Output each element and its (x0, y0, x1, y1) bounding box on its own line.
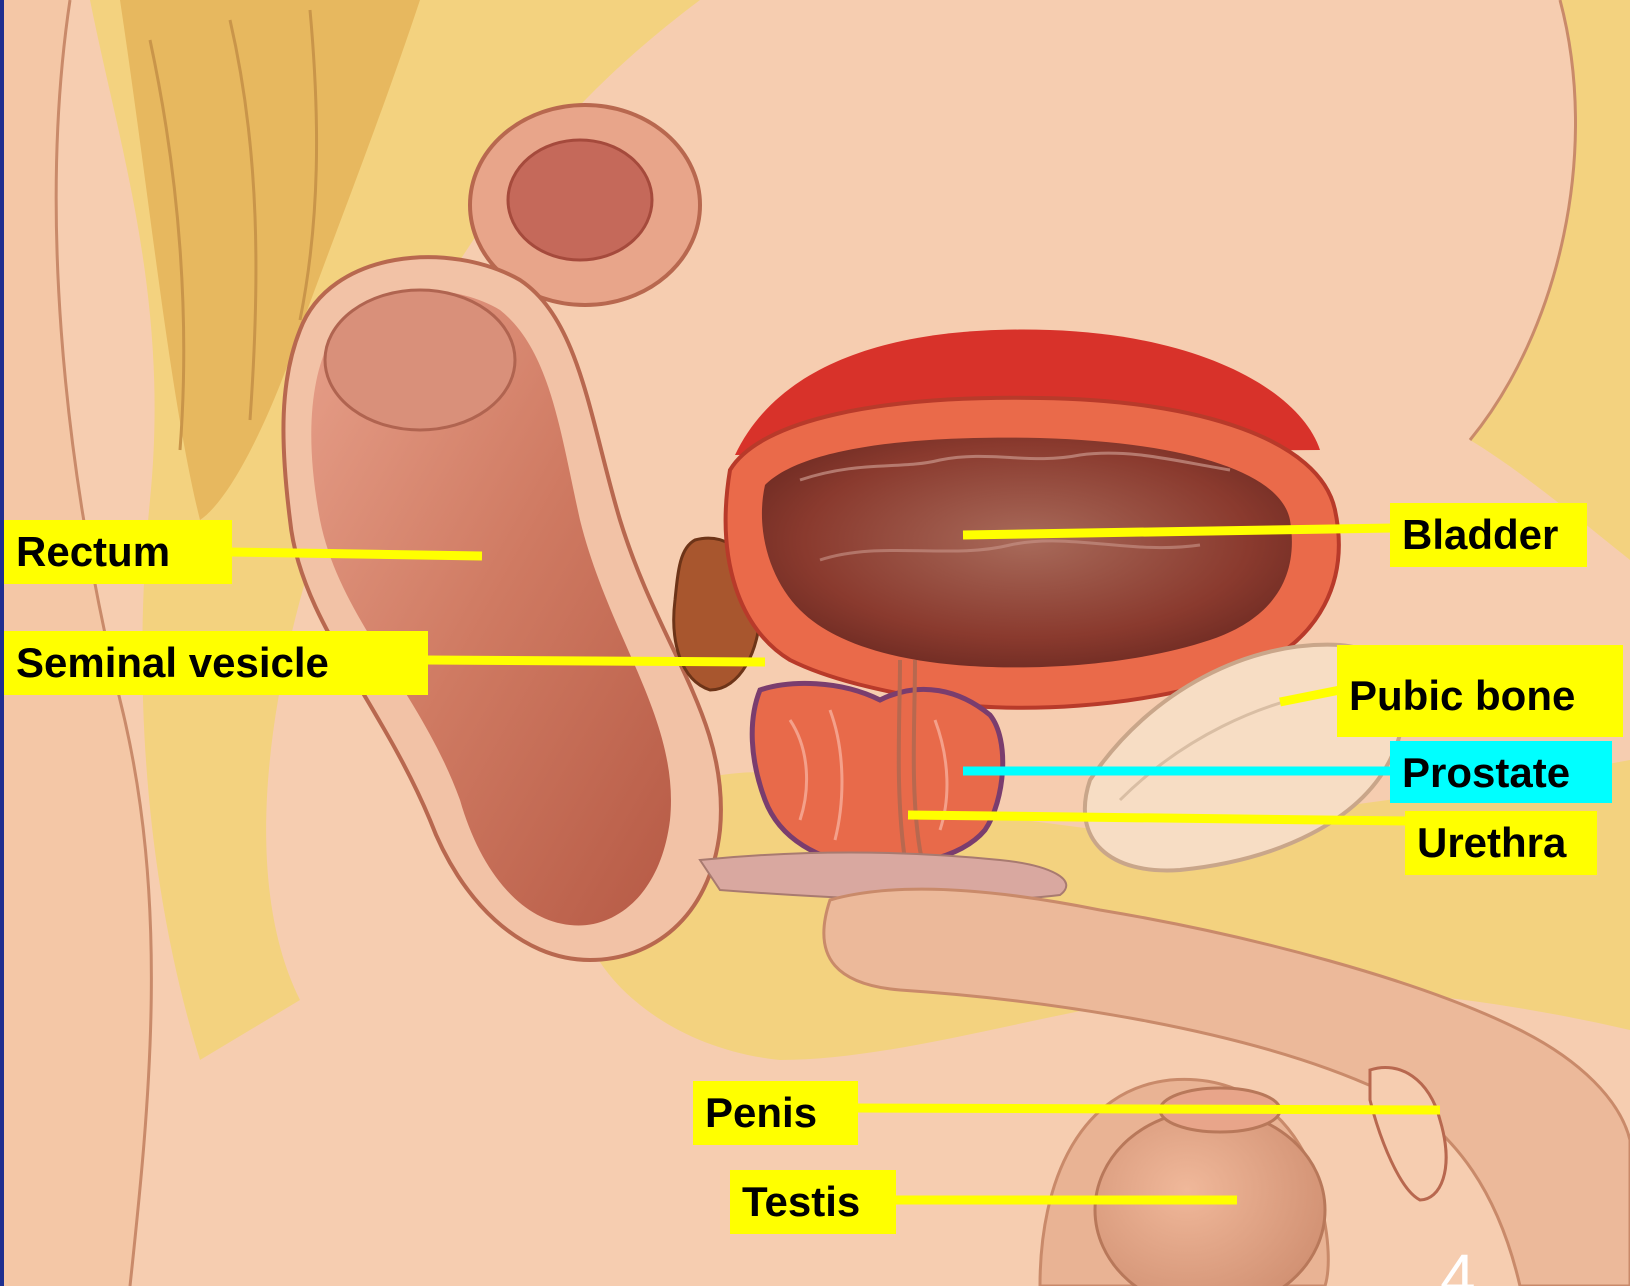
testis-label: Testis (730, 1170, 896, 1234)
bladder-lumen (762, 438, 1292, 668)
seminal-vesicle-leader (425, 660, 765, 662)
prostate-label: Prostate (1390, 741, 1612, 803)
rectum-label: Rectum (4, 520, 232, 584)
rectum-leader (228, 552, 482, 556)
page-number: 4 (1440, 1245, 1476, 1286)
penis-label: Penis (693, 1081, 858, 1145)
pubic-bone-label: Pubic bone (1337, 645, 1623, 737)
seminal-vesicle-label: Seminal vesicle (4, 631, 428, 695)
urethra-label: Urethra (1405, 811, 1597, 875)
penis-leader (857, 1108, 1440, 1110)
bladder-label: Bladder (1390, 503, 1587, 567)
urethra-leader (908, 815, 1410, 821)
